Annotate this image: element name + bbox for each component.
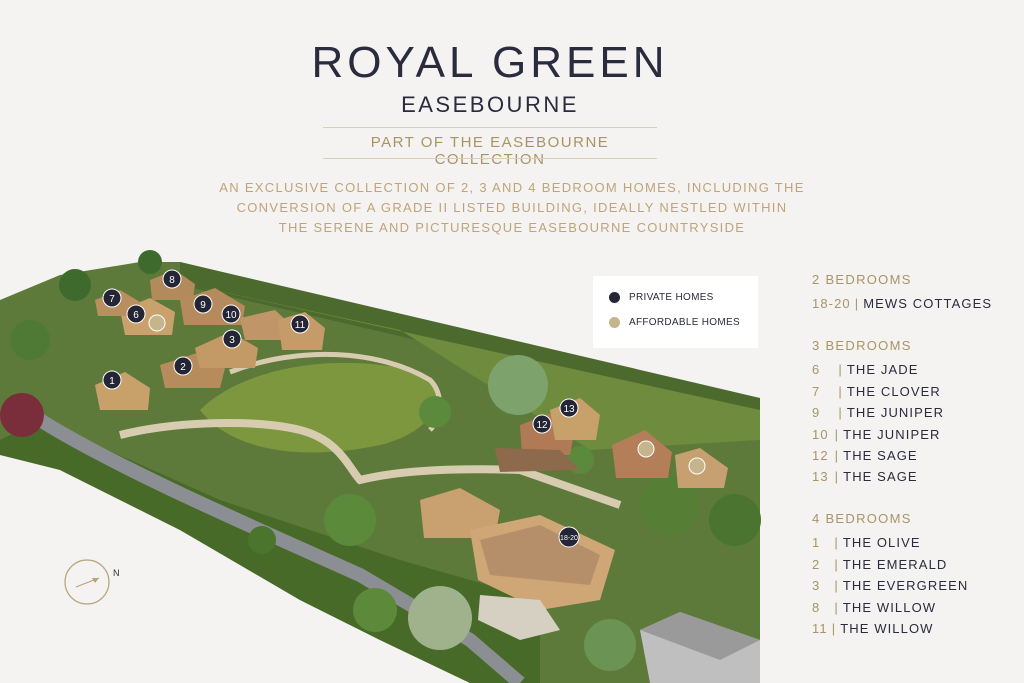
divider [323,158,657,159]
plot-label: 11 [295,320,306,331]
group-4-bedrooms: 4 BEDROOMS [812,511,912,526]
neighbouring-building-roof [640,612,760,660]
divider [323,127,657,128]
home-item[interactable]: 1|THE OLIVE [812,535,921,550]
plot-marker-18-20[interactable]: 18-20 [558,526,580,548]
legend-private: PRIVATE HOMES [609,292,714,303]
intro-line-3: THE SERENE AND PICTURESQUE EASEBOURNE CO… [278,220,746,235]
car-park [478,595,560,640]
tree [59,269,91,301]
home-item[interactable]: 2|THE EMERALD [812,557,948,572]
intro-line-1: AN EXCLUSIVE COLLECTION OF 2, 3 AND 4 BE… [219,180,805,195]
legend-affordable-label: AFFORDABLE HOMES [629,317,740,329]
plot-label: 13 [563,404,575,415]
plot-label: 9 [200,300,206,311]
tree [640,475,700,535]
affordable-marker[interactable] [637,440,655,458]
plot-marker-3[interactable]: 3 [222,329,242,349]
affordable-marker-icon [609,317,620,328]
affordable-marker[interactable] [148,314,166,332]
compass: N [64,559,120,605]
home-item[interactable]: 9|THE JUNIPER [812,405,945,420]
plot-marker-7[interactable]: 7 [102,288,122,308]
plot-label: 18-20 [560,535,578,542]
plot-marker-11[interactable]: 11 [290,314,310,334]
plot-marker-9[interactable]: 9 [193,294,213,314]
home-item[interactable]: 6|THE JADE [812,362,919,377]
compass-label: N [113,568,120,578]
home-item[interactable]: 10|THE JUNIPER [812,427,941,442]
tree [353,588,397,632]
page-title: ROYAL GREEN [311,38,669,87]
tree [709,494,761,546]
plot-marker-13[interactable]: 13 [559,398,579,418]
group-2-bedrooms: 2 BEDROOMS [812,272,912,287]
group-3-bedrooms: 3 BEDROOMS [812,338,912,353]
tree [0,393,44,437]
legend-affordable: AFFORDABLE HOMES [609,317,740,328]
home-item[interactable]: 3|THE EVERGREEN [812,578,969,593]
village-green [200,362,437,453]
tree [248,526,276,554]
tree [584,619,636,671]
plot-marker-2[interactable]: 2 [173,356,193,376]
tree-belt [0,420,540,683]
north-field [190,285,760,450]
home-item[interactable]: 8|THE WILLOW [812,600,937,615]
collection-label: PART OF THE EASEBOURNE COLLECTION [370,134,610,168]
plot-marker-6[interactable]: 6 [126,304,146,324]
tree [408,586,472,650]
house [240,310,290,340]
plot-marker-8[interactable]: 8 [162,269,182,289]
plot-label: 8 [169,275,175,286]
house [195,332,258,368]
tree [10,320,50,360]
plot-label: 6 [133,310,139,321]
site-plan-map: 1 2 3 6 7 8 9 10 11 12 13 18-20 N [0,250,761,683]
legend-private-label: PRIVATE HOMES [629,292,714,304]
tree [419,396,451,428]
plot-marker-12[interactable]: 12 [532,414,552,434]
tree [324,494,376,546]
tree [138,250,162,274]
tree [488,355,548,415]
plot-label: 2 [180,362,186,373]
affordable-marker[interactable] [688,457,706,475]
private-marker-icon [609,292,620,303]
map-legend: PRIVATE HOMES AFFORDABLE HOMES [593,276,758,348]
plot-label: 1 [109,376,115,387]
plot-label: 10 [225,310,237,321]
footpath [119,419,622,509]
house [495,448,580,472]
access-road [36,414,525,683]
home-item[interactable]: 13|THE SAGE [812,469,918,484]
plot-marker-1[interactable]: 1 [102,370,122,390]
plot-label: 3 [229,335,235,346]
intro-line-2: CONVERSION OF A GRADE II LISTED BUILDING… [236,200,788,215]
page-subtitle: EASEBOURNE [401,92,579,117]
plot-label: 12 [536,420,548,431]
home-item[interactable]: 7|THE CLOVER [812,384,941,399]
home-item[interactable]: 11|THE WILLOW [812,621,934,636]
home-item[interactable]: 12|THE SAGE [812,448,918,463]
house [420,488,500,538]
home-item[interactable]: 18-20|MEWS COTTAGES [812,296,993,311]
plot-label: 7 [109,294,115,305]
plot-marker-10[interactable]: 10 [221,304,241,324]
